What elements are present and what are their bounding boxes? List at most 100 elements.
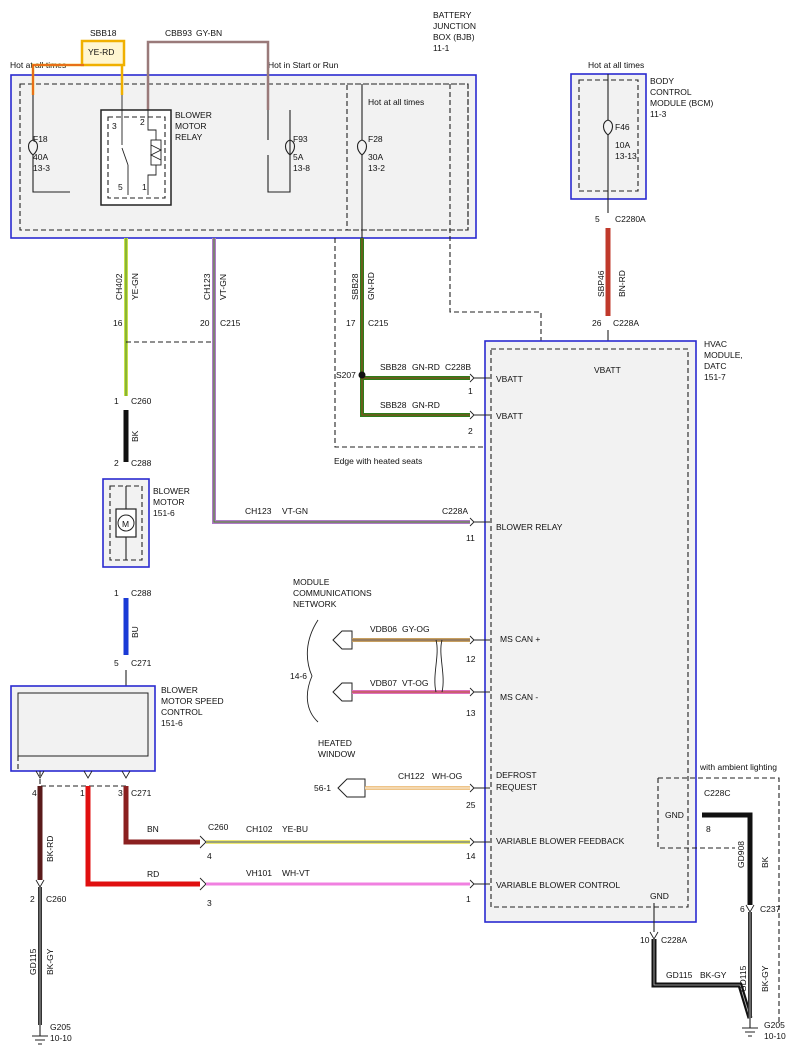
lower-pin-1b: 1	[466, 894, 471, 904]
c260-arrow-1	[199, 835, 207, 849]
relay-pin-2: 2	[140, 117, 145, 127]
f18-fuse-icon	[27, 139, 39, 156]
f18-lead	[32, 95, 70, 193]
bcm-pin: 5	[595, 214, 600, 224]
lower-pin-10: 10	[640, 935, 650, 945]
g205b-ref: 10-10	[764, 1031, 786, 1041]
mcn-l3: NETWORK	[293, 599, 337, 609]
hvac-vbatt-2: VBATT	[496, 411, 523, 421]
s207-splice	[358, 371, 366, 379]
f28-fuse-icon	[356, 139, 368, 156]
gd908-label: GD908	[736, 841, 746, 868]
blower-motor-l2: MOTOR	[153, 497, 184, 507]
bjb-box	[10, 74, 477, 239]
sbb28-label: SBB28	[350, 273, 360, 300]
f28-dash-region	[346, 83, 469, 231]
bjb-ref: 11-1	[433, 43, 450, 53]
relay-label-l1: BLOWER	[175, 110, 212, 120]
sbb28-wire-stripe	[361, 238, 470, 416]
hvac-ms-can-plus: MS CAN +	[500, 634, 540, 644]
f28-name: F28	[368, 134, 383, 144]
lower-pin-1: 1	[80, 788, 85, 798]
c260-label: C260	[131, 396, 152, 406]
lower-c228a: C228A	[661, 935, 687, 945]
ye-rd-tag	[80, 39, 126, 67]
gd115b-stripe	[653, 939, 751, 1019]
ch123-wire-stripe	[213, 238, 470, 523]
c237-label: C237	[760, 904, 781, 914]
pin-20: 20	[200, 318, 210, 328]
gy-bn-label: GY-BN	[196, 28, 222, 38]
gd908-wire	[702, 812, 753, 905]
pin-1-vbatt: 1	[468, 386, 473, 396]
pin-11: 11	[466, 533, 475, 543]
vbf-arrow	[469, 837, 490, 847]
sbp46-label: SBP46	[596, 270, 606, 297]
bn-wire	[123, 786, 200, 845]
lower-pin-2: 2	[30, 894, 35, 904]
bk-gy-b-label: BK-GY	[700, 970, 727, 980]
relay-coil-zigzag	[149, 144, 163, 161]
sbb18-wire-stripe	[32, 64, 84, 95]
ground-icon-left	[32, 1025, 48, 1045]
pin-1-c288b: 1	[114, 588, 119, 598]
pin-16: 16	[113, 318, 123, 328]
mcn-plus-connector-icon	[332, 630, 353, 650]
speed-control-inner	[17, 692, 149, 757]
sbb28-a-label: SBB28	[380, 362, 407, 372]
cbb93-wire	[146, 40, 270, 110]
vt-gn-label: VT-GN	[218, 274, 228, 300]
pin-1-c260: 1	[114, 396, 119, 406]
f18-amp: 40A	[33, 152, 48, 162]
hvac-vbatt-1: VBATT	[496, 374, 523, 384]
bcm-pin26: 26	[592, 318, 602, 328]
heated-window-connector-icon	[337, 778, 366, 798]
hvac-l3: DATC	[704, 361, 727, 371]
ch102-label: CH102	[246, 824, 273, 834]
ye-rd-label: YE-RD	[88, 47, 114, 57]
f93-lead	[267, 110, 291, 193]
rd-wire	[85, 786, 200, 887]
c271-arrows	[35, 770, 131, 779]
relay-pin-5: 5	[118, 182, 123, 192]
motor-m: M	[122, 519, 129, 529]
mcn-bracket-icon	[306, 619, 319, 723]
c215-b: C215	[368, 318, 389, 328]
gn-rd-a-label: GN-RD	[412, 362, 440, 372]
pin-25: 25	[466, 800, 476, 810]
bjb-title-l2: JUNCTION	[433, 21, 476, 31]
lower-pin-4b: 4	[207, 851, 212, 861]
bk-gy-c-label: BK-GY	[760, 965, 770, 992]
bjb-hot-start-run: Hot in Start or Run	[268, 60, 339, 70]
sbb18-label: SBB18	[90, 28, 117, 38]
ambient-gnd: GND	[665, 810, 684, 820]
motor-icon	[117, 514, 135, 532]
relay-inner-dash	[107, 116, 166, 199]
vbatt1-arrow	[469, 373, 490, 383]
gy-og-label: GY-OG	[402, 624, 430, 634]
vdb07-label: VDB07	[370, 678, 397, 688]
relay-coil-icon	[150, 139, 162, 166]
hvac-inner-dash	[490, 348, 689, 908]
lower-pin-8: 8	[706, 824, 711, 834]
ambient-dash	[657, 777, 780, 1022]
vbc-arrow	[469, 879, 490, 889]
sbp46-color: BN-RD	[617, 270, 627, 297]
gd115-label: GD115	[28, 948, 38, 975]
hvac-ref: 151-7	[704, 372, 726, 382]
bcm-conn: C2280A	[615, 214, 646, 224]
mcn-l1: MODULE	[293, 577, 330, 587]
pin-17: 17	[346, 318, 356, 328]
hvac-gnd: GND	[650, 891, 669, 901]
speed-control-l3: CONTROL	[161, 707, 203, 717]
bcm-fuse-ref: 13-13	[615, 151, 637, 161]
lower-c260b: C260	[46, 894, 67, 904]
f18-name: F18	[33, 134, 48, 144]
pin-2-vbatt: 2	[468, 426, 473, 436]
hvac-module-box	[484, 340, 697, 923]
bjb-title-l1: BATTERY	[433, 10, 472, 20]
bcm-fuse-icon	[602, 119, 614, 136]
vt-og-label: VT-OG	[402, 678, 428, 688]
wh-og-label: WH-OG	[432, 771, 462, 781]
f93-fuse-icon	[284, 139, 296, 156]
